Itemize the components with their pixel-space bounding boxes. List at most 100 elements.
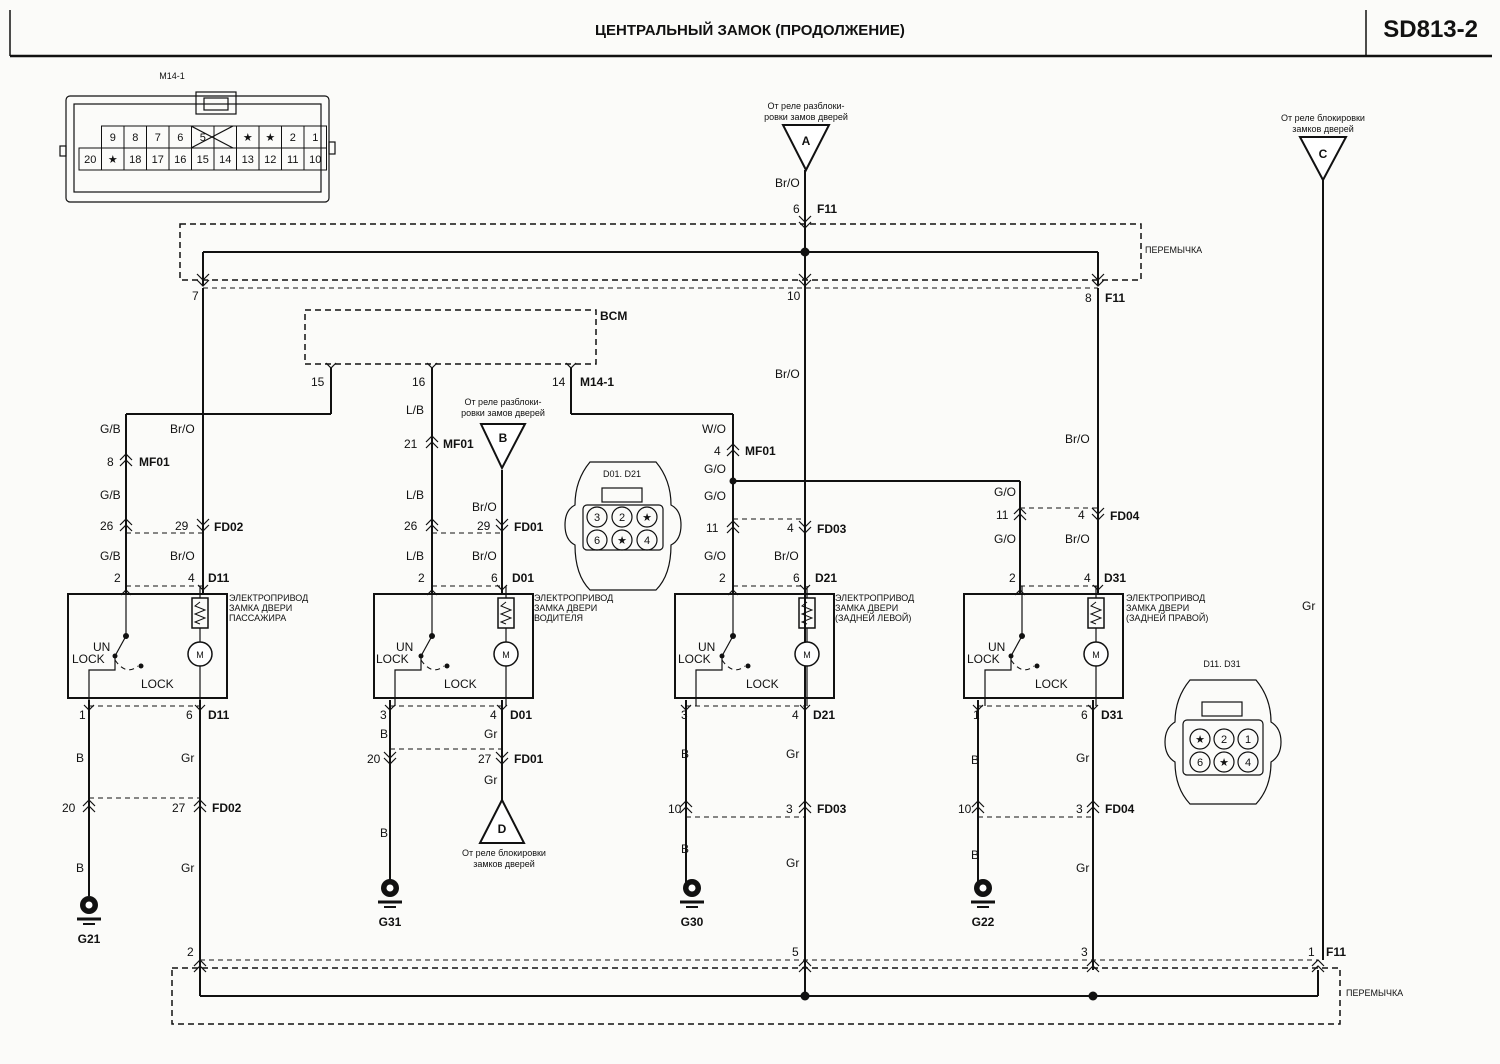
wire-color-label: Br/O	[170, 422, 195, 436]
m14-pin-number: 18	[129, 154, 141, 166]
pin-number: 3	[1076, 802, 1083, 816]
m14-pin-number: 12	[264, 154, 276, 166]
pin-number: 14	[552, 375, 566, 389]
switch-un-label: UN	[396, 640, 413, 654]
label-f11: F11	[1105, 291, 1125, 305]
door-connector-b-pins: ★ 2 1 6 ★ 4	[1189, 728, 1259, 773]
door-b-pin: ★	[1195, 734, 1205, 746]
pin-number: 26	[404, 519, 418, 533]
wire-color-label: Gr	[484, 727, 497, 741]
door-a-pin: 6	[594, 535, 600, 547]
ref-c-letter: C	[1319, 147, 1328, 161]
pin-number: 6	[793, 571, 800, 585]
actuator-rear-left-line1: ЭЛЕКТРОПРИВОД	[835, 593, 914, 603]
label-fd03: FD03	[817, 802, 847, 816]
wire-color-label: Br/O	[775, 367, 800, 381]
actuator-driver: ЭЛЕКТРОПРИВОД ЗАМКА ДВЕРИ ВОДИТЕЛЯ UN LO…	[373, 585, 613, 707]
bcm-module: BCM M14-1	[304, 309, 627, 389]
label-d31: D31	[1101, 708, 1123, 722]
actuator-rear-left-line3: (ЗАДНЕЙ ЛЕВОЙ)	[835, 612, 911, 623]
m14-pin-number: ★	[265, 132, 275, 144]
switch-lock-label: LOCK	[1035, 677, 1068, 691]
door-connector-a-pins: 3 2 ★ 6 ★ 4	[586, 506, 658, 551]
m14-pin-number: 13	[242, 154, 254, 166]
actuator-rear-right-line1: ЭЛЕКТРОПРИВОД	[1126, 593, 1205, 603]
label-fd04: FD04	[1110, 509, 1140, 523]
ref-b-line2: ровки замов дверей	[461, 408, 545, 418]
page-header: ЦЕНТРАЛЬНЫЙ ЗАМОК (ПРОДОЛЖЕНИЕ) SD813-2	[0, 0, 1500, 56]
m14-pin-number: 2	[290, 132, 296, 144]
m14-pin-number: 15	[197, 154, 209, 166]
connector-symbols	[82, 435, 1105, 814]
label-d01: D01	[510, 708, 532, 722]
actuator-passenger: ЭЛЕКТРОПРИВОД ЗАМКА ДВЕРИ ПАССАЖИРА UN L…	[67, 585, 308, 707]
pin-number: 29	[175, 519, 189, 533]
wire-color-label: B	[380, 727, 388, 741]
switch-unlock-label: LOCK	[678, 652, 711, 666]
m14-pin-number: 20	[84, 154, 96, 166]
motor-label: M	[196, 650, 204, 660]
m14-pin-number: 10	[309, 154, 321, 166]
motor-label: M	[1092, 650, 1100, 660]
pin-number: 26	[100, 519, 114, 533]
wire-color-label: B	[76, 751, 84, 765]
m14-pin-number: 9	[110, 132, 116, 144]
door-b-pin: 4	[1245, 757, 1251, 769]
page-code: SD813-2	[1383, 16, 1478, 43]
ref-b: B От реле разблоки- ровки замов дверей	[461, 397, 545, 471]
label-f11: F11	[1326, 945, 1346, 959]
pin-number: 27	[172, 801, 186, 815]
ref-d-line2: замков дверей	[473, 859, 535, 869]
switch-un-label: UN	[988, 640, 1005, 654]
switch-unlock-label: LOCK	[967, 652, 1000, 666]
label-mf01: MF01	[139, 455, 170, 469]
pin-number: 4	[787, 521, 794, 535]
door-b-pin: 6	[1197, 757, 1203, 769]
f11-top-jumper: ПЕРЕМЫЧКА	[179, 215, 1202, 289]
ref-a-line2: ровки замов дверей	[764, 112, 848, 122]
switch-unlock-label: LOCK	[72, 652, 105, 666]
pin-number: 1	[973, 708, 980, 722]
door-connector-face-b: D11. D31 ★ 2 1 6 ★ 4	[1164, 659, 1282, 805]
pin-number: 1	[1308, 945, 1315, 959]
ref-c-line1: От реле блокировки	[1281, 113, 1365, 123]
wire-color-label: Br/O	[1065, 432, 1090, 446]
pin-number: 2	[418, 571, 425, 585]
label-f11: F11	[817, 202, 837, 216]
wire-color-label: G/B	[100, 549, 121, 563]
ground-g31: G31	[376, 877, 404, 929]
ground-g21-label: G21	[78, 932, 101, 946]
pin-number: 4	[1078, 508, 1085, 522]
ref-d-letter: D	[498, 822, 507, 836]
actuator-rear-right-line2: ЗАМКА ДВЕРИ	[1126, 603, 1189, 613]
door-a-pin: 2	[619, 512, 625, 524]
pin-number: 7	[192, 289, 199, 303]
door-a-pin: 4	[644, 535, 650, 547]
pin-number: 8	[107, 455, 114, 469]
wire-color-label: G/B	[100, 422, 121, 436]
label-d21: D21	[813, 708, 835, 722]
ground-g21: G21	[75, 894, 103, 946]
m14-pin-number: 6	[177, 132, 183, 144]
motor-label: M	[502, 650, 510, 660]
actuator-rear-right: ЭЛЕКТРОПРИВОД ЗАМКА ДВЕРИ (ЗАДНЕЙ ПРАВОЙ…	[963, 585, 1208, 707]
m14-pin-number: 5	[200, 132, 206, 144]
m14-pin-number: ★	[108, 154, 118, 166]
pin-number: 3	[1081, 945, 1088, 959]
door-connector-a-title: D01. D21	[603, 469, 641, 479]
pin-number: 4	[1084, 571, 1091, 585]
pin-number: 27	[478, 752, 492, 766]
actuator-driver-line3: ВОДИТЕЛЯ	[534, 613, 583, 623]
actuator-driver-line1: ЭЛЕКТРОПРИВОД	[534, 593, 613, 603]
m14-pin-cell	[213, 125, 237, 149]
ref-d-line1: От реле блокировки	[462, 848, 546, 858]
wire-color-label: G/B	[100, 488, 121, 502]
actuator-rear-left-line2: ЗАМКА ДВЕРИ	[835, 603, 898, 613]
wires	[88, 170, 1324, 996]
actuator-passenger-line1: ЭЛЕКТРОПРИВОД	[229, 593, 308, 603]
ref-c: C От реле блокировки замков дверей	[1281, 113, 1365, 183]
m14-pin-number: 1	[312, 132, 318, 144]
actuator-passenger-line3: ПАССАЖИРА	[229, 613, 286, 623]
wire-color-label: L/B	[406, 488, 424, 502]
